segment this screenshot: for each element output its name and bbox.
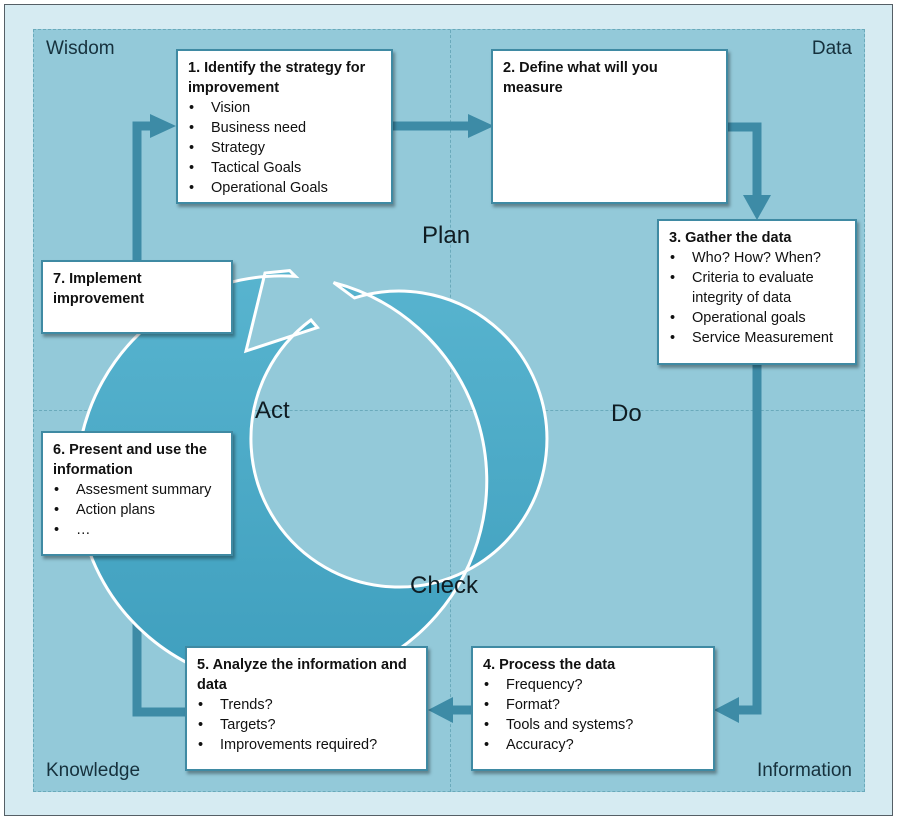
connector-7-to-1	[132, 121, 152, 260]
list-item: Criteria to evaluate integrity of data	[669, 268, 845, 308]
cycle-ring	[75, 269, 549, 688]
horizontal-divider	[34, 410, 864, 411]
step-5-box: 5. Analyze the information and data Tren…	[185, 646, 428, 771]
list-item: Format?	[483, 695, 703, 715]
step-5-title: 5. Analyze the information and data	[197, 657, 407, 693]
phase-label-act: Act	[255, 397, 290, 424]
list-item: Operational goals	[669, 308, 845, 328]
list-item: Tactical Goals	[188, 158, 381, 178]
step-5-list: Trends? Targets? Improvements required?	[197, 695, 416, 755]
list-item: Improvements required?	[197, 735, 416, 755]
phase-label-do: Do	[611, 400, 642, 427]
list-item: Trends?	[197, 695, 416, 715]
list-item: Strategy	[188, 138, 381, 158]
list-item: …	[53, 520, 221, 540]
list-item: Action plans	[53, 500, 221, 520]
step-6-list: Assesment summary Action plans …	[53, 480, 221, 540]
connector-2-to-3	[727, 122, 762, 198]
list-item: Assesment summary	[53, 480, 221, 500]
list-item: Targets?	[197, 715, 416, 735]
connector-3-to-4	[737, 365, 762, 715]
arrowhead-1-to-2	[468, 114, 494, 138]
step-2-box: 2. Define what will you measure	[491, 49, 728, 204]
arrowhead-3-to-4	[714, 697, 739, 723]
quadrant-label-wisdom: Wisdom	[46, 38, 115, 59]
list-item: Who? How? When?	[669, 248, 845, 268]
list-item: Frequency?	[483, 675, 703, 695]
step-1-box: 1. Identify the strategy for improvement…	[176, 49, 393, 204]
list-item: Vision	[188, 98, 381, 118]
step-4-list: Frequency? Format? Tools and systems? Ac…	[483, 675, 703, 755]
step-1-list: Vision Business need Strategy Tactical G…	[188, 98, 381, 198]
quadrant-label-information: Information	[756, 760, 852, 781]
list-item: Operational Goals	[188, 178, 381, 198]
list-item: Business need	[188, 118, 381, 138]
quadrant-label-data: Data	[811, 38, 852, 59]
list-item: Accuracy?	[483, 735, 703, 755]
list-item: Service Measurement	[669, 328, 845, 348]
step-7-box: 7. Implement improvement	[41, 260, 233, 334]
step-4-box: 4. Process the data Frequency? Format? T…	[471, 646, 715, 771]
step-3-title: 3. Gather the data	[669, 230, 792, 246]
step-3-list: Who? How? When? Criteria to evaluate int…	[669, 248, 845, 348]
step-7-title: 7. Implement improvement	[53, 271, 145, 307]
list-item: Tools and systems?	[483, 715, 703, 735]
arrowhead-7-to-1	[150, 114, 176, 138]
step-4-title: 4. Process the data	[483, 657, 616, 673]
arrowhead-4-to-5	[428, 697, 453, 723]
step-1-title: 1. Identify the strategy for improvement	[188, 60, 366, 96]
step-6-box: 6. Present and use the information Asses…	[41, 431, 233, 556]
arrowhead-2-to-3	[743, 195, 771, 220]
quadrant-label-knowledge: Knowledge	[46, 760, 141, 781]
phase-label-plan: Plan	[422, 222, 471, 249]
vertical-divider	[450, 30, 451, 792]
phase-label-check: Check	[410, 572, 479, 599]
step-6-title: 6. Present and use the information	[53, 442, 207, 478]
step-2-title: 2. Define what will you measure	[503, 60, 658, 96]
step-3-box: 3. Gather the data Who? How? When? Crite…	[657, 219, 857, 365]
